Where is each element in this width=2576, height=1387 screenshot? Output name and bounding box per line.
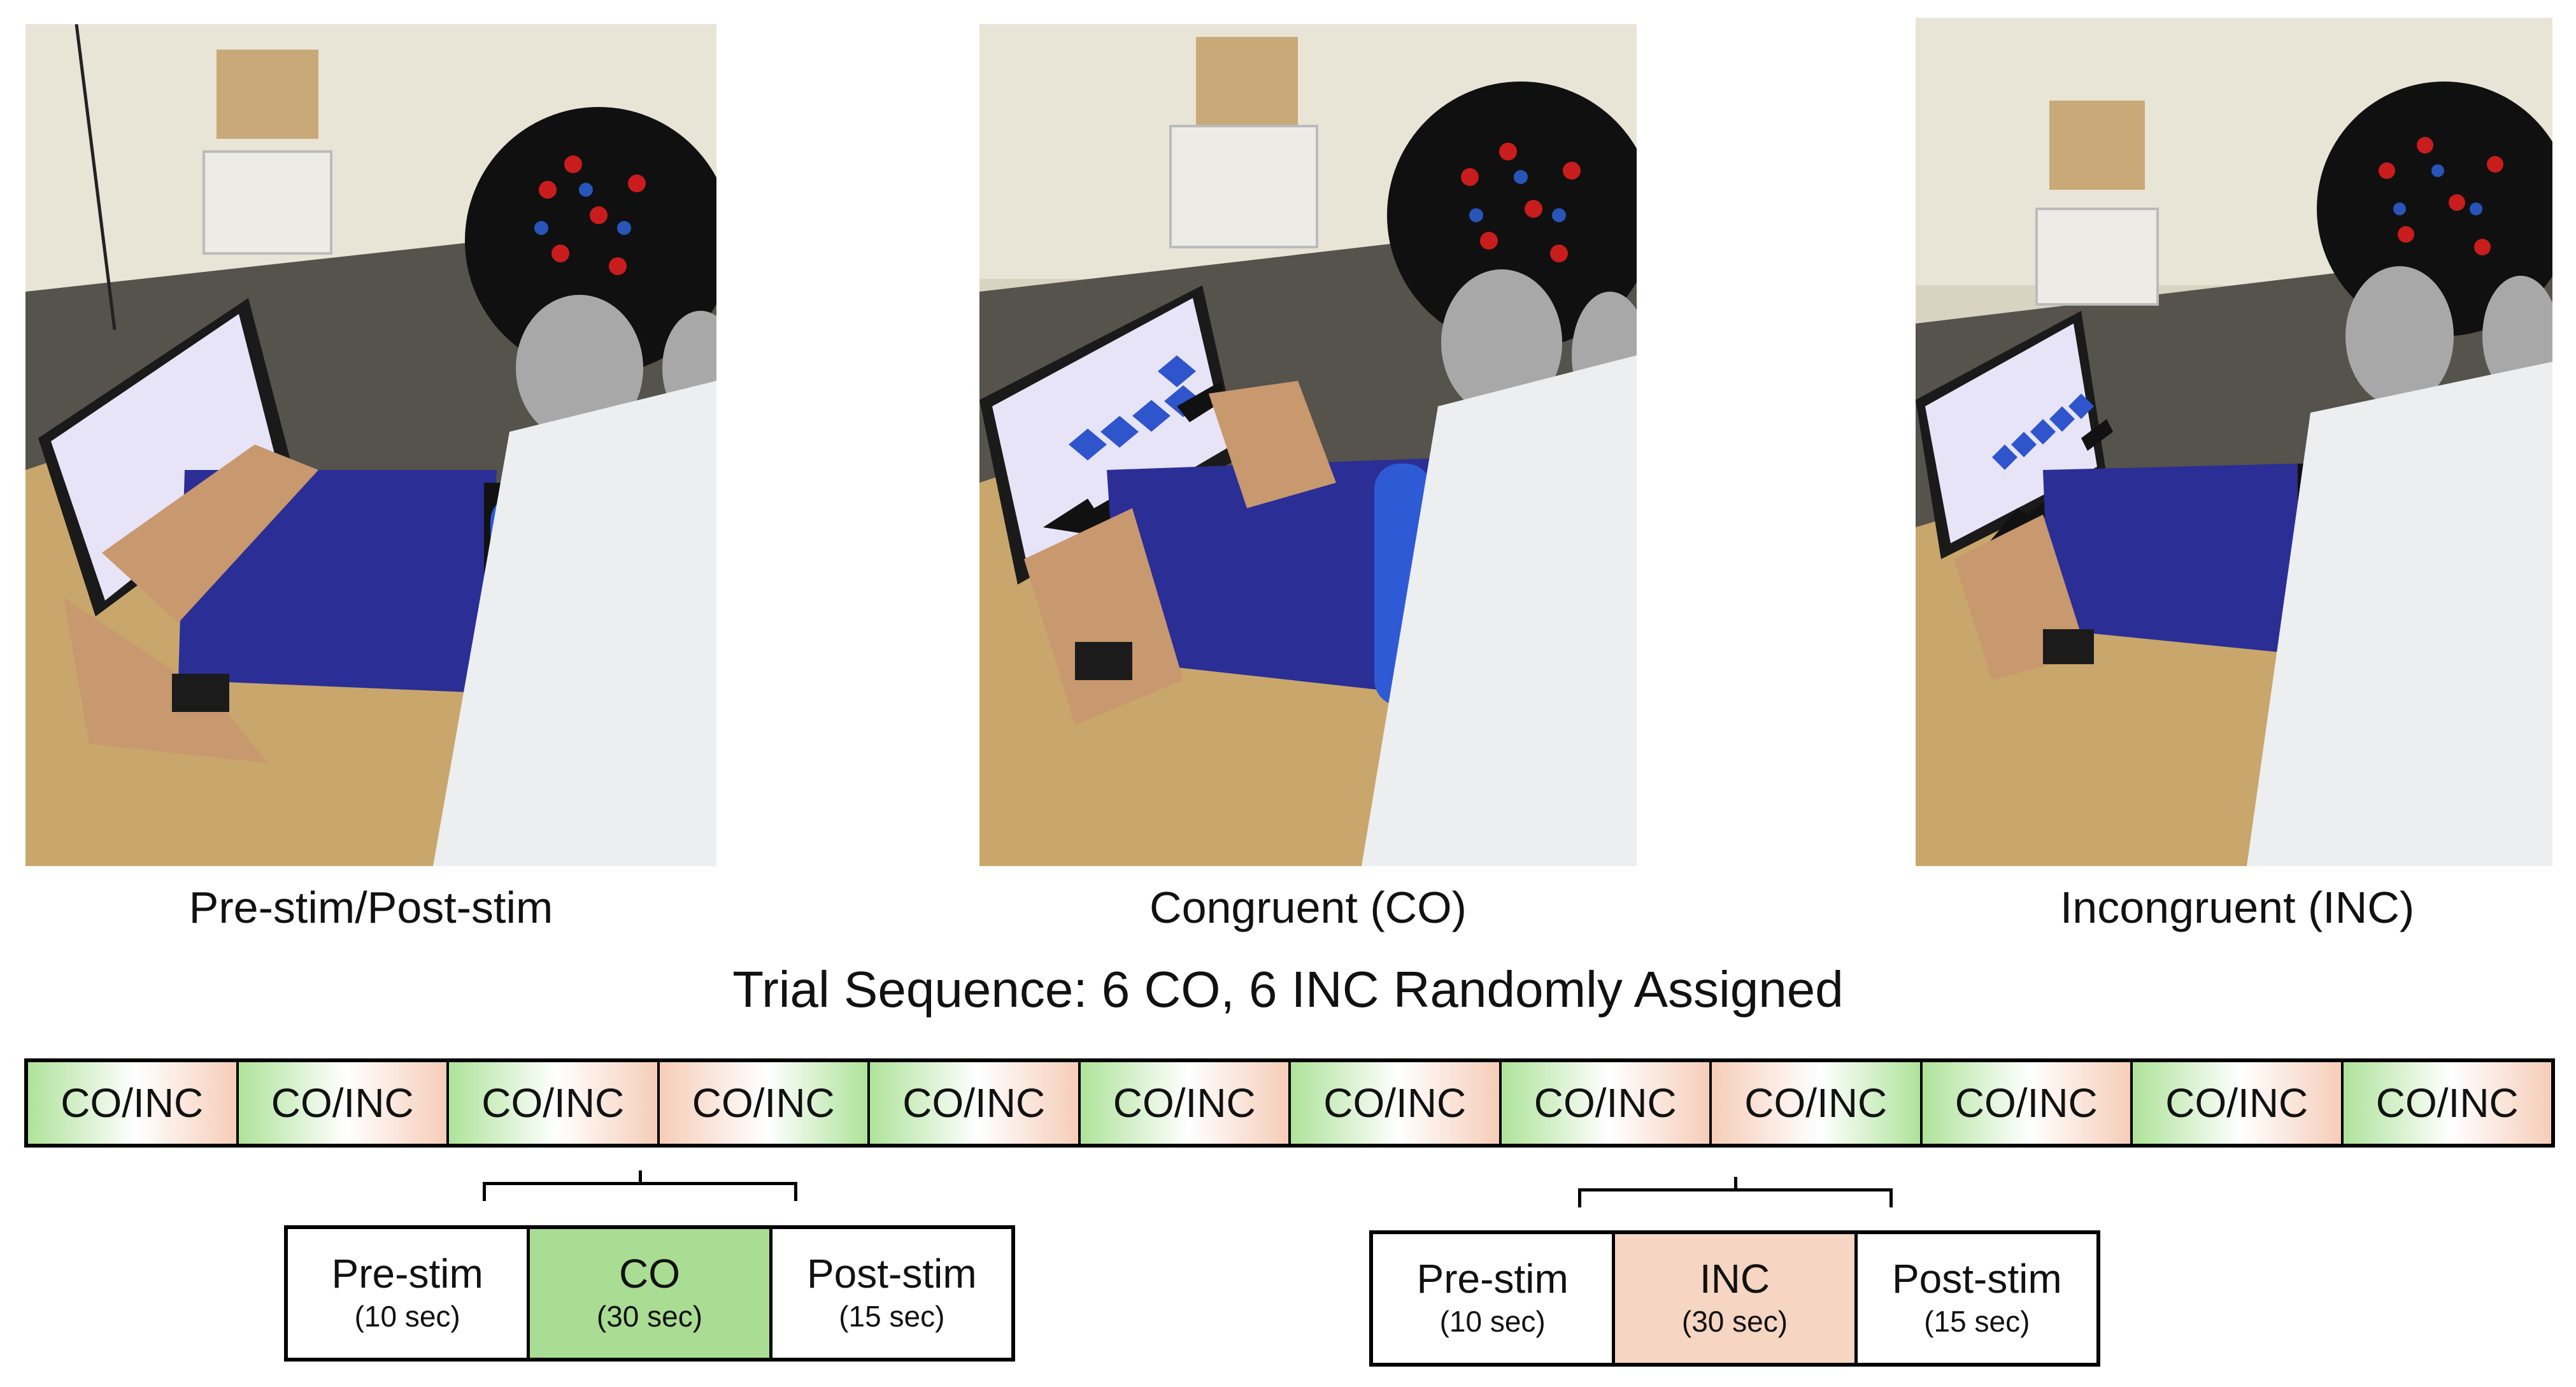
segment-pre-stim: Pre-stim (10 sec) xyxy=(288,1229,530,1358)
caption-incongruent: Incongruent (INC) xyxy=(2060,883,2415,932)
segment-duration: (10 sec) xyxy=(1439,1304,1546,1338)
segment-name: Post-stim xyxy=(806,1251,977,1297)
photo-congruent-illustration xyxy=(979,24,1637,866)
caption-congruent: Congruent (CO) xyxy=(1149,883,1467,932)
segment-name: Pre-stim xyxy=(331,1251,483,1297)
trial-sequence-title: Trial Sequence: 6 CO, 6 INC Randomly Ass… xyxy=(732,961,1844,1018)
segment-post-stim: Post-stim (15 sec) xyxy=(1857,1234,2096,1363)
trial-cell: CO/INC xyxy=(238,1062,449,1144)
trial-cell: CO/INC xyxy=(2343,1062,2551,1144)
segment-duration: (15 sec) xyxy=(1924,1304,2030,1338)
segment-co: CO (30 sec) xyxy=(530,1229,772,1358)
trial-cell: CO/INC xyxy=(659,1062,870,1144)
photo-incongruent xyxy=(1916,18,2552,866)
expand-bracket-co xyxy=(483,1170,797,1202)
segment-name: Pre-stim xyxy=(1416,1256,1569,1302)
photo-pre-post-stim xyxy=(25,24,716,866)
block-detail-co: Pre-stim (10 sec) CO (30 sec) Post-stim … xyxy=(284,1225,1015,1362)
photo-congruent xyxy=(979,24,1637,866)
segment-duration: (30 sec) xyxy=(1681,1304,1788,1338)
trial-cell: CO/INC xyxy=(1922,1062,2133,1144)
expand-bracket-inc xyxy=(1578,1177,1893,1209)
segment-name: Post-stim xyxy=(1891,1256,2062,1302)
trial-cell: CO/INC xyxy=(449,1062,660,1144)
segment-name: INC xyxy=(1699,1256,1770,1302)
trial-cell: CO/INC xyxy=(2133,1062,2344,1144)
trial-cell: CO/INC xyxy=(1291,1062,1502,1144)
trial-cell: CO/INC xyxy=(1501,1062,1712,1144)
caption-pre-post-stim: Pre-stim/Post-stim xyxy=(189,883,553,932)
segment-duration: (15 sec) xyxy=(839,1299,945,1333)
segment-inc: INC (30 sec) xyxy=(1615,1234,1858,1363)
trial-cell: CO/INC xyxy=(28,1062,239,1144)
segment-name: CO xyxy=(618,1251,680,1297)
photo-pre-post-stim-illustration xyxy=(25,24,716,866)
trial-cell: CO/INC xyxy=(870,1062,1081,1144)
segment-duration: (30 sec) xyxy=(596,1299,703,1333)
segment-pre-stim: Pre-stim (10 sec) xyxy=(1373,1234,1616,1363)
photo-incongruent-illustration xyxy=(1916,18,2552,866)
trial-cell: CO/INC xyxy=(1712,1062,1923,1144)
block-detail-inc: Pre-stim (10 sec) INC (30 sec) Post-stim… xyxy=(1369,1230,2100,1367)
segment-post-stim: Post-stim (15 sec) xyxy=(772,1229,1011,1358)
segment-duration: (10 sec) xyxy=(354,1299,460,1333)
trial-sequence-bar: CO/INC CO/INC CO/INC CO/INC CO/INC CO/IN… xyxy=(24,1058,2555,1148)
trial-cell: CO/INC xyxy=(1080,1062,1291,1144)
